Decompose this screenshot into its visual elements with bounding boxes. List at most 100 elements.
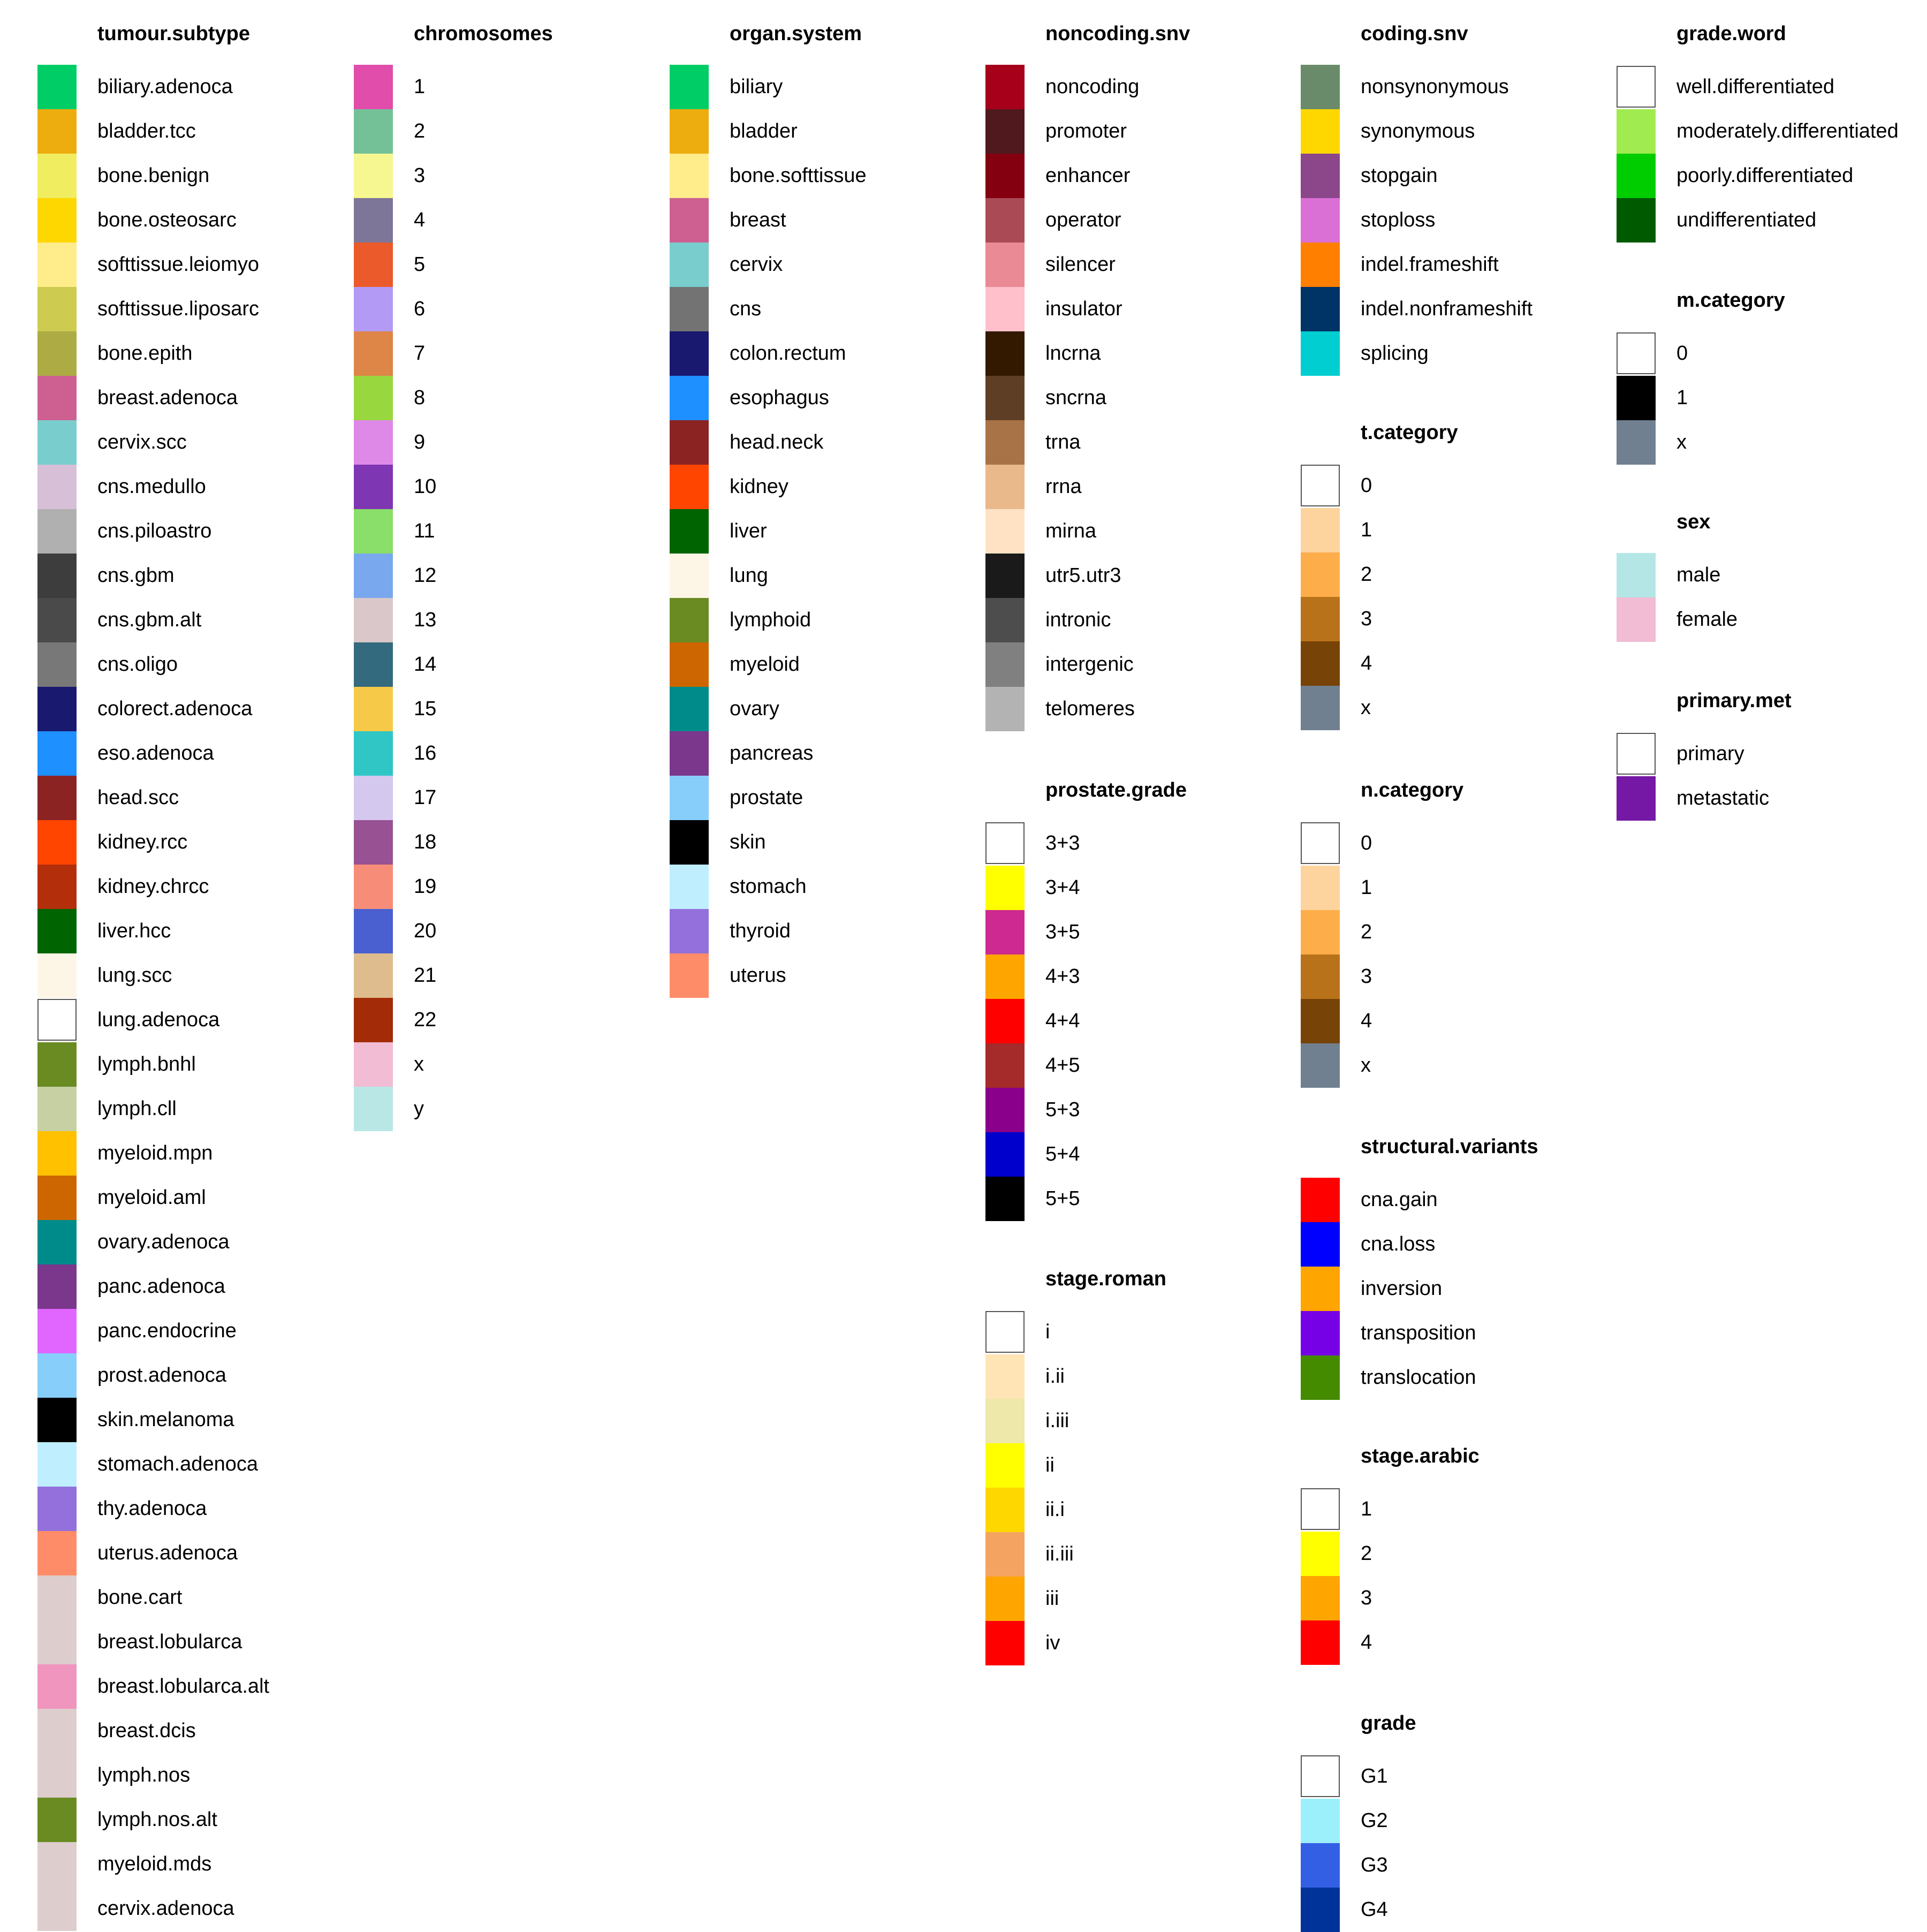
legend-swatch [37,1531,77,1575]
legend-swatch [1301,597,1340,641]
legend-swatch [37,1620,77,1664]
legend-label: y [414,1097,424,1120]
legend-label: pancreas [730,742,814,764]
legend-swatch [1301,1488,1340,1530]
legend-title: coding.snv [1361,22,1468,45]
legend-swatch [37,1087,77,1131]
legend-label: 8 [414,387,426,409]
legend-label: cns.piloastro [97,520,212,542]
legend-swatch [37,598,77,642]
legend-label: head.scc [97,786,179,809]
legend-swatch [1301,1532,1340,1576]
legend-label: lymphoid [730,609,811,631]
legend-label: panc.adenoca [97,1275,225,1298]
legend-label: cervix.adenoca [97,1897,234,1920]
legend-label: skin.melanoma [97,1408,234,1431]
legend-label: ii.i [1045,1498,1065,1521]
legend-swatch [670,687,709,731]
legend-swatch [985,1088,1025,1132]
legend-swatch [37,331,77,376]
legend-label: 21 [414,964,437,987]
legend-label: 22 [414,1009,437,1031]
legend-swatch [1617,776,1656,821]
legend-swatch [1617,376,1656,420]
legend-swatch [670,509,709,554]
legend-label: synonymous [1361,120,1475,142]
legend-swatch [37,731,77,776]
legend-swatch [354,198,393,243]
legend-swatch [37,1353,77,1398]
legend-label: inversion [1361,1277,1443,1300]
legend-swatch [354,554,393,598]
legend-swatch [354,376,393,420]
legend-label: 4+5 [1045,1054,1080,1077]
legend-label: head.neck [730,431,824,453]
legend-title: grade.word [1676,22,1786,45]
legend-swatch [985,1532,1025,1577]
legend-swatch [354,687,393,731]
legend-label: stomach [730,875,807,898]
legend-swatch [37,1398,77,1442]
legend-swatch [1301,1178,1340,1222]
legend-label: ovary.adenoca [97,1231,230,1253]
legend-swatch [670,953,709,998]
legend-label: 3 [1361,608,1372,630]
legend-label: cns [730,298,762,320]
legend-swatch [1301,1267,1340,1311]
legend-label: cns.medullo [97,475,206,498]
legend-swatch [1301,686,1340,730]
legend-title: t.category [1361,421,1458,444]
legend-swatch [354,953,393,998]
legend-swatch [37,465,77,509]
legend-swatch [1301,1576,1340,1620]
legend-swatch [985,822,1025,864]
legend-label: ii.iii [1045,1543,1074,1565]
legend-swatch [37,243,77,287]
legend-swatch [1301,954,1340,999]
legend-title: prostate.grade [1045,779,1187,801]
legend-swatch [354,509,393,554]
legend-label: insulator [1045,298,1122,320]
legend-label: bladder [730,120,798,142]
legend-swatch [37,909,77,953]
legend-label: 7 [414,342,426,365]
legend-swatch [985,331,1025,376]
legend-label: i [1045,1321,1050,1343]
legend-label: cna.gain [1361,1188,1438,1211]
legend-label: breast.adenoca [97,387,238,409]
legend-swatch [354,998,393,1042]
legend-label: 10 [414,475,437,498]
legend-swatch [37,1220,77,1264]
legend-label: x [1361,1054,1371,1077]
legend-label: cns.oligo [97,653,178,676]
legend-label: promoter [1045,120,1127,142]
legend-label: cns.gbm.alt [97,609,202,631]
legend-swatch [670,243,709,287]
legend-label: G1 [1361,1765,1388,1787]
legend-swatch [37,1664,77,1709]
legend-swatch [37,198,77,243]
legend-title: grade [1361,1712,1416,1734]
legend-label: translocation [1361,1366,1476,1389]
legend-swatch [1301,287,1340,331]
legend-swatch [985,1443,1025,1488]
legend-label: bone.cart [97,1586,183,1609]
legend-label: cna.loss [1361,1233,1436,1255]
legend-swatch [1301,508,1340,552]
legend-swatch [37,1575,77,1620]
legend-swatch [670,865,709,909]
legend-swatch [37,1487,77,1531]
legend-swatch [670,820,709,865]
legend-swatch [1301,331,1340,376]
legend-label: 4 [1361,1010,1372,1032]
legend-swatch [37,1709,77,1753]
legend-swatch [354,820,393,865]
legend-label: 1 [1361,519,1372,541]
legend-label: male [1676,564,1721,586]
legend-label: colon.rectum [730,342,846,365]
legend-swatch [37,865,77,909]
legend-label: skin [730,831,766,853]
legend-label: 15 [414,698,437,720]
legend-swatch [1301,1043,1340,1088]
legend-swatch [1301,465,1340,506]
